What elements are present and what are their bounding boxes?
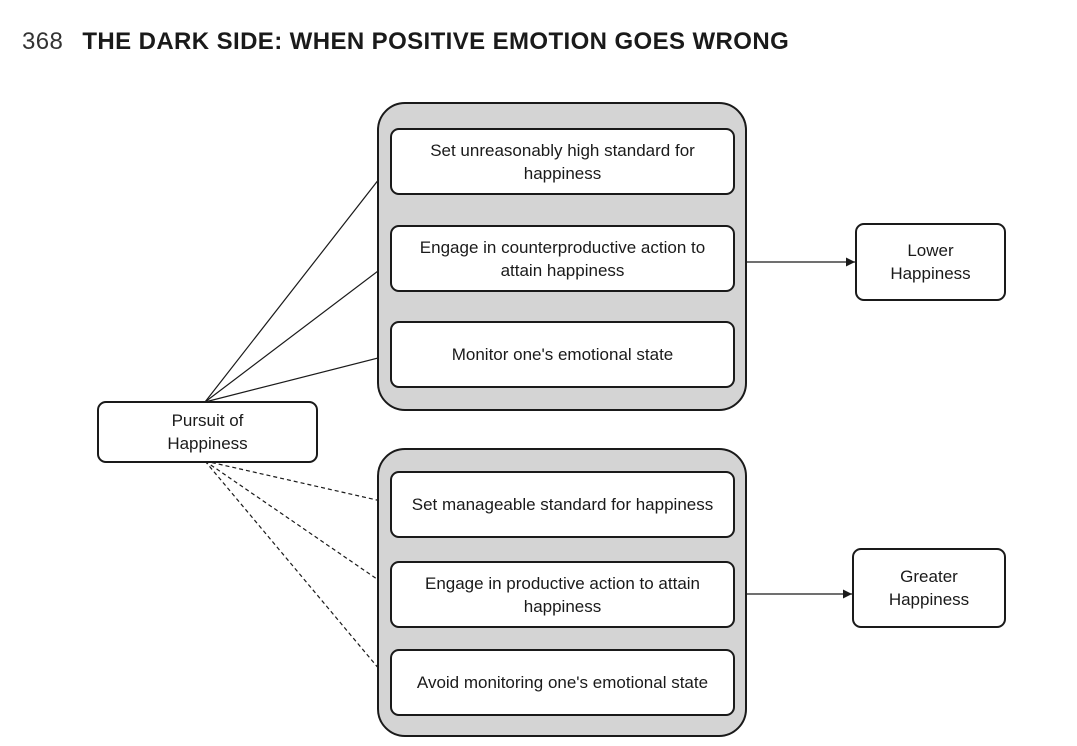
box-pursuit-of-happiness: Pursuit of Happiness xyxy=(97,401,318,463)
arrow-to-counterproductive-action xyxy=(204,261,391,403)
arrow-to-monitor-state xyxy=(204,352,391,403)
box-lower-happiness: Lower Happiness xyxy=(855,223,1006,301)
box-productive-action: Engage in productive action to attain ha… xyxy=(390,561,735,628)
arrow-to-productive-action xyxy=(204,460,391,589)
box-high-standard: Set unreasonably high standard for happi… xyxy=(390,128,735,195)
box-counterproductive-action: Engage in counterproductive action to at… xyxy=(390,225,735,292)
box-greater-happiness: Greater Happiness xyxy=(852,548,1006,628)
chapter-title: THE DARK SIDE: WHEN POSITIVE EMOTION GOE… xyxy=(82,28,790,55)
page-number: 368 xyxy=(22,28,64,55)
arrow-to-high-standard xyxy=(204,164,391,403)
box-avoid-monitoring: Avoid monitoring one's emotional state xyxy=(390,649,735,716)
box-manageable-standard: Set manageable standard for happiness xyxy=(390,471,735,538)
box-monitor-state: Monitor one's emotional state xyxy=(390,321,735,388)
page-header: 368 THE DARK SIDE: WHEN POSITIVE EMOTION… xyxy=(22,28,789,56)
arrow-to-manageable-standard xyxy=(204,460,391,506)
arrow-to-avoid-monitoring xyxy=(204,460,391,683)
